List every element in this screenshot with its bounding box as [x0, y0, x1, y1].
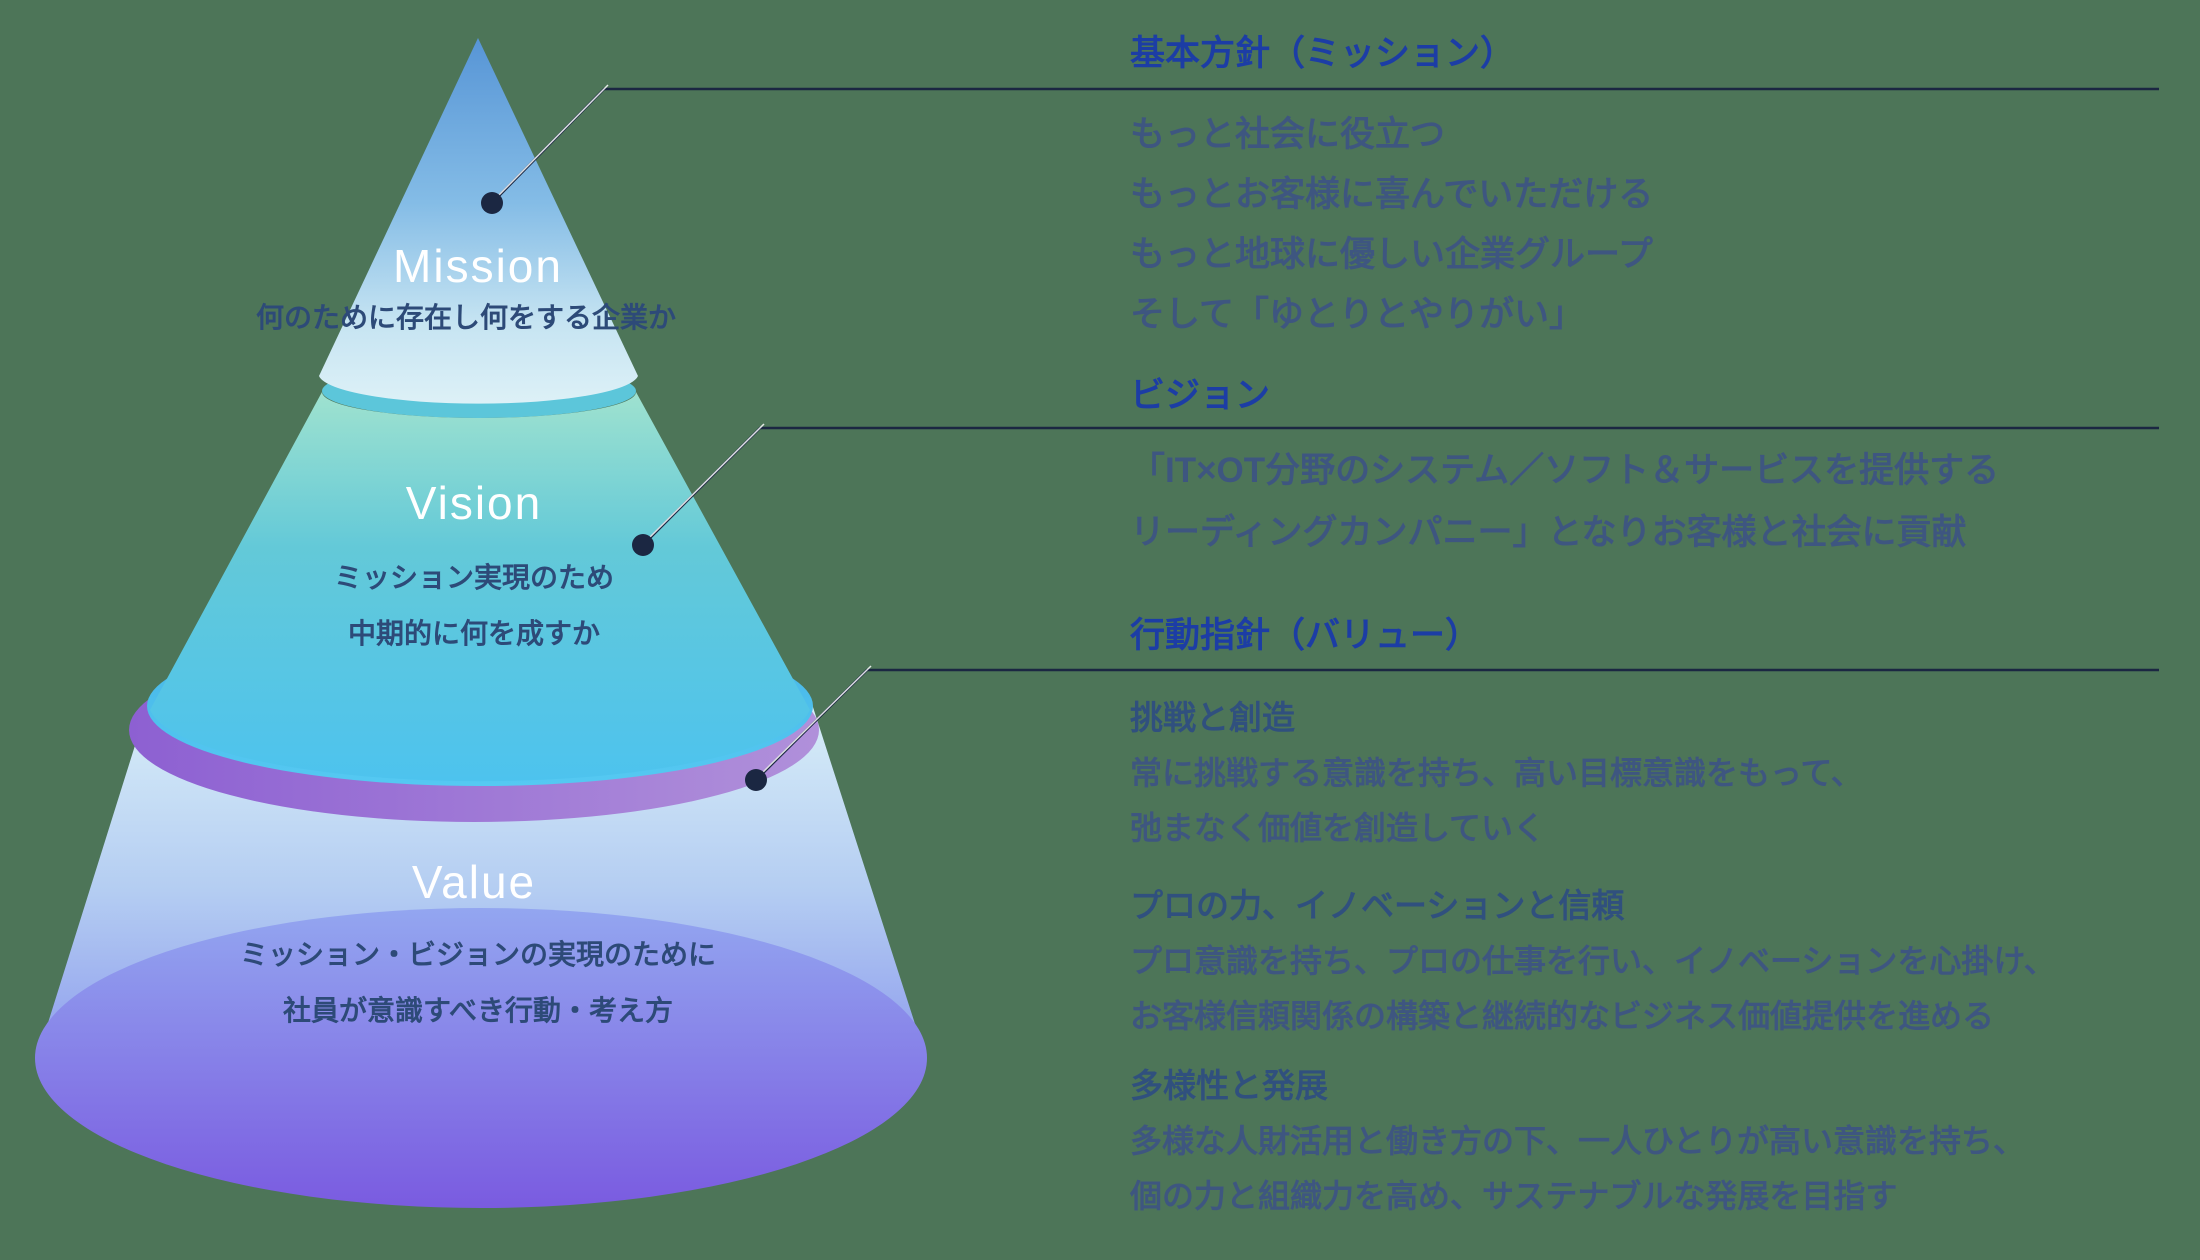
value-caption-line-1: ミッション・ビジョンの実現のために: [239, 939, 717, 970]
vision-caption-line-1: ミッション実現のため: [333, 562, 615, 593]
value-group-1-line-1: 常に挑戦する意識を持ち、高い目標意識をもって、: [1130, 755, 1863, 791]
vision-level-label: Vision: [405, 477, 543, 529]
vision-level-caption: ミッション実現のため 中期的に何を成すか: [334, 550, 614, 662]
value-connector-dot: [745, 769, 767, 791]
value-group-3-line-2: 個の力と組織力を高め、サステナブルな発展を目指す: [1130, 1178, 1898, 1214]
mission-body-line-4: そして「ゆとりとやりがい」: [1130, 295, 1584, 334]
vision-caption-line-2: 中期的に何を成すか: [347, 618, 601, 649]
value-group-1-line-2: 弛まなく価値を創造していく: [1130, 810, 1546, 846]
value-group-professional: プロの力、イノベーションと信頼 プロ意識を持ち、プロの仕事を行い、イノベーション…: [1130, 888, 2056, 1044]
mission-connector-highlight: [496, 84, 609, 198]
vision-connector-dot: [632, 534, 654, 556]
value-connector-highlight: [760, 665, 872, 775]
value-base-ellipse: [35, 908, 927, 1208]
value-group-3-body: 多様な人財活用と働き方の下、一人ひとりが高い意識を持ち、 個の力と組織力を高め、…: [1130, 1114, 2025, 1224]
mission-connector-dot: [481, 192, 503, 214]
value-group-2-line-2: お客様信頼関係の構築と継続的なビジネス価値提供を進める: [1130, 998, 1995, 1034]
value-group-3-line-1: 多様な人財活用と働き方の下、一人ひとりが高い意識を持ち、: [1130, 1123, 2026, 1159]
mission-body-line-1: もっと社会に役立つ: [1130, 115, 1446, 154]
mission-body-line-2: もっとお客様に喜んでいただける: [1130, 175, 1654, 214]
vision-level-shape: [150, 392, 810, 782]
mission-section-heading: 基本方針（ミッション）: [1130, 34, 1516, 73]
mission-body-line-3: もっと地球に優しい企業グループ: [1130, 235, 1653, 274]
value-group-1-body: 常に挑戦する意識を持ち、高い目標意識をもって、 弛まなく価値を創造していく: [1130, 746, 1863, 856]
vision-connector-highlight: [647, 423, 765, 540]
mission-level-caption: 何のために存在し何をする企業か: [255, 302, 677, 333]
vision-body-line-2: リーディングカンパニー」となりお客様と社会に貢献: [1130, 513, 1967, 552]
value-group-1-title: 挑戦と創造: [1130, 699, 1295, 736]
value-level-caption: ミッション・ビジョンの実現のために 社員が意識すべき行動・考え方: [240, 927, 716, 1039]
mission-level-label: Mission: [393, 240, 563, 292]
mission-level-shape: [319, 38, 638, 404]
vision-body-line-1: 「IT×OT分野のシステム／ソフト＆サービスを提供する: [1130, 451, 2000, 490]
value-section-heading: 行動指針（バリュー）: [1130, 616, 1481, 655]
value-group-3-title: 多様性と発展: [1130, 1067, 1328, 1104]
value-level-label: Value: [411, 856, 537, 908]
value-group-2-body: プロ意識を持ち、プロの仕事を行い、イノベーションを心掛け、 お客様信頼関係の構築…: [1130, 934, 2056, 1044]
vision-section-body: 「IT×OT分野のシステム／ソフト＆サービスを提供する リーディングカンパニー」…: [1130, 440, 1999, 564]
value-group-2-title: プロの力、イノベーションと信頼: [1130, 887, 1625, 924]
vision-section-heading: ビジョン: [1130, 376, 1271, 415]
mission-section-body: もっと社会に役立つ もっとお客様に喜んでいただける もっと地球に優しい企業グルー…: [1130, 105, 1653, 345]
value-group-challenge: 挑戦と創造 常に挑戦する意識を持ち、高い目標意識をもって、 弛まなく価値を創造し…: [1130, 700, 1863, 856]
value-group-diversity: 多様性と発展 多様な人財活用と働き方の下、一人ひとりが高い意識を持ち、 個の力と…: [1130, 1068, 2025, 1224]
value-caption-line-2: 社員が意識すべき行動・考え方: [282, 995, 674, 1026]
value-group-2-line-1: プロ意識を持ち、プロの仕事を行い、イノベーションを心掛け、: [1130, 943, 2056, 979]
